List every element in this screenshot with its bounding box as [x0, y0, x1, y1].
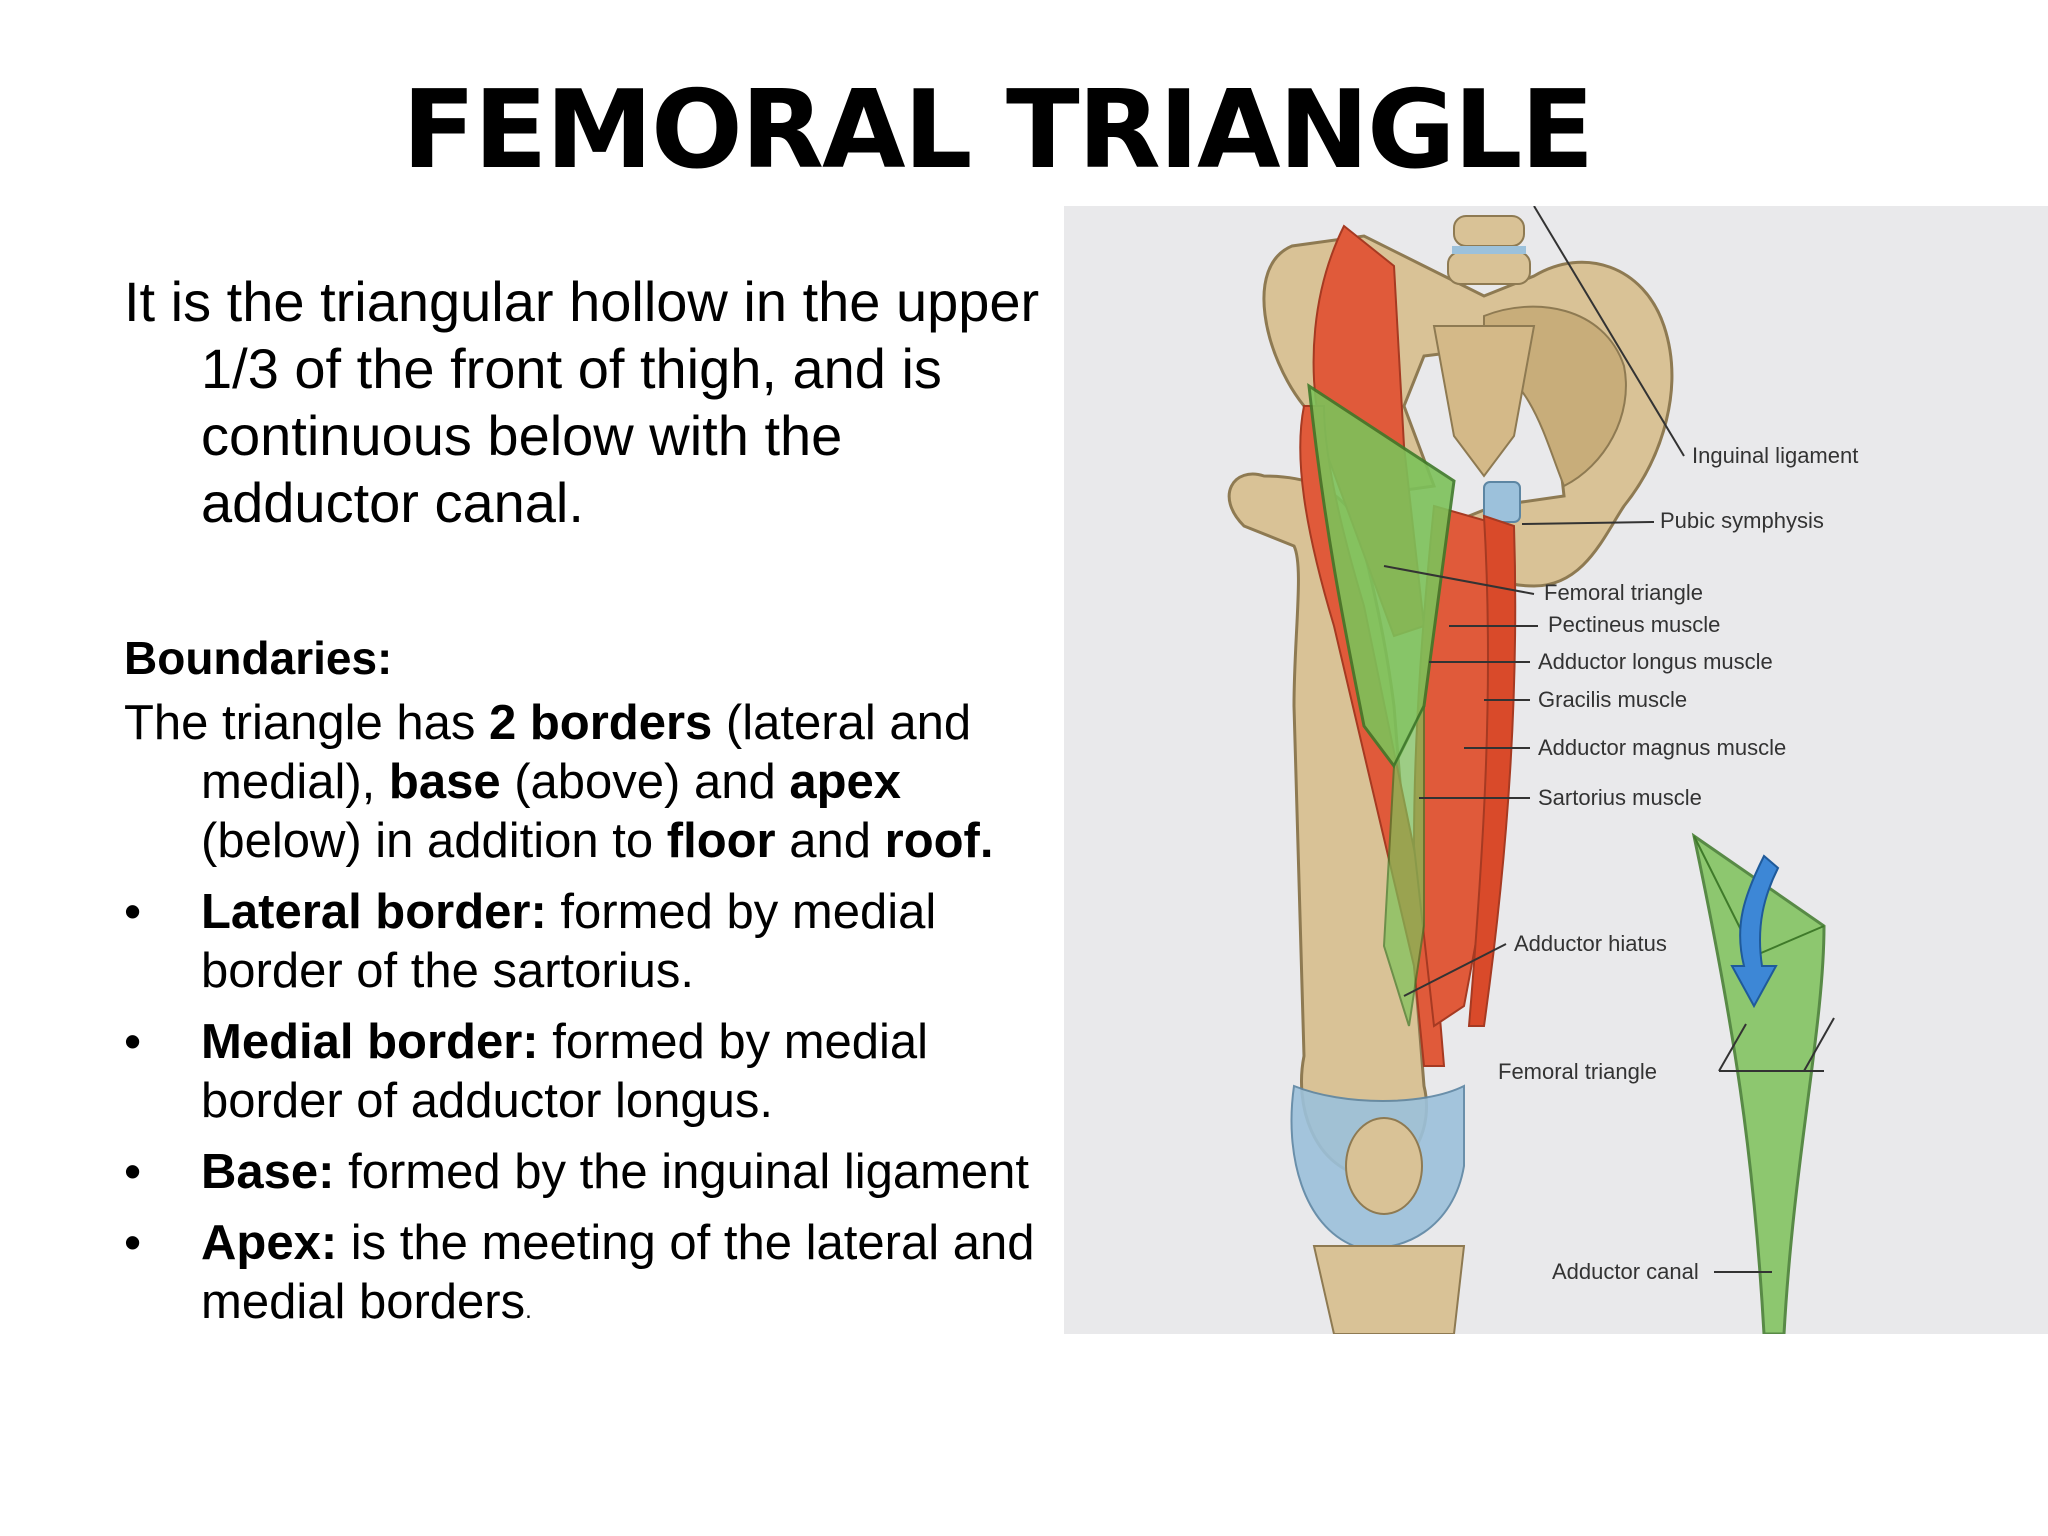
label-pubic-symphysis: Pubic symphysis — [1660, 508, 1824, 533]
bullet-lateral-border: •Lateral border: formed by medial border… — [124, 885, 937, 998]
label-adductor-magnus-muscle: Adductor magnus muscle — [1538, 735, 1786, 760]
leader-lines — [1383, 206, 1835, 1273]
slide-title: FEMORAL TRIANGLE — [402, 68, 1594, 193]
bullet-apex: •Apex: is the meeting of the lateral and… — [124, 1216, 1035, 1329]
label-adductor-longus-muscle: Adductor longus muscle — [1538, 649, 1773, 674]
spine-vertebra — [1453, 215, 1525, 247]
arrow-icon — [1730, 854, 1780, 1009]
femoral-triangle-shape — [1307, 383, 1456, 769]
bullet-base: •Base: formed by the inguinal ligament — [124, 1143, 1044, 1202]
label-gracilis-muscle: Gracilis muscle — [1538, 687, 1687, 712]
thigh-anatomy-illustration: Inguinal ligament Pubic symphysis Femora… — [1064, 206, 2048, 1334]
bullet-icon: • — [124, 1015, 142, 1069]
label-femoral-triangle-inset: Femoral triangle — [1498, 1059, 1657, 1084]
bullet-medial-border: •Medial border: formed by medial border … — [124, 1015, 929, 1128]
boundaries-heading: Boundaries: — [124, 632, 393, 684]
intro-paragraph: It is the triangular hollow in the upper… — [124, 270, 1040, 534]
label-adductor-canal: Adductor canal — [1552, 1259, 1699, 1284]
pubic-symphysis — [1483, 481, 1521, 523]
spine-vertebra — [1447, 251, 1531, 285]
label-pectineus-muscle: Pectineus muscle — [1548, 612, 1720, 637]
bullet-icon: • — [124, 885, 142, 939]
text-block: It is the triangular hollow in the upper… — [124, 268, 1044, 1352]
sacrum — [1432, 325, 1536, 478]
label-adductor-hiatus: Adductor hiatus — [1514, 931, 1667, 956]
spine-disc — [1452, 246, 1526, 254]
adductor-canal-shape — [1382, 705, 1425, 1027]
inset-triangle-shape — [1691, 832, 1826, 1334]
boundary-list: •Lateral border: formed by medial border… — [124, 883, 1044, 1340]
bullet-icon: • — [124, 1145, 142, 1199]
patella — [1345, 1117, 1423, 1215]
tibia-bone — [1312, 1245, 1466, 1334]
anatomy-figure: Inguinal ligament Pubic symphysis Femora… — [1064, 206, 2048, 1334]
gracilis-muscle-shape — [1467, 514, 1517, 1027]
label-sartorius-muscle: Sartorius muscle — [1538, 785, 1702, 810]
boundaries-paragraph: The triangle has 2 borders (lateral and … — [124, 696, 994, 868]
label-femoral-triangle: Femoral triangle — [1544, 580, 1703, 605]
label-inguinal-ligament: Inguinal ligament — [1692, 443, 1858, 468]
bullet-icon: • — [124, 1216, 142, 1270]
